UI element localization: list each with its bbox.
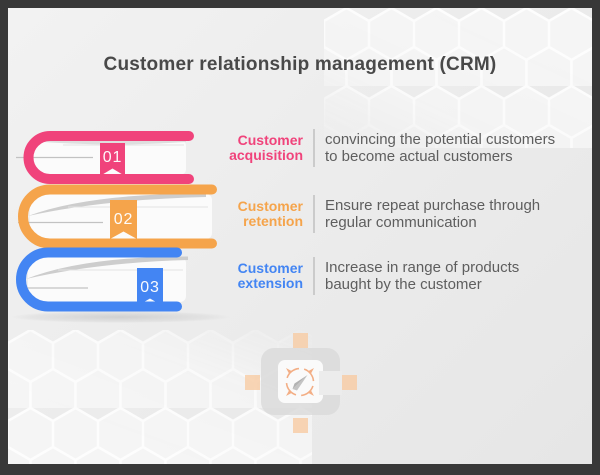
item-description-acquisition: convincing the potential customers to be… <box>325 131 556 165</box>
bookmark-1-number: 01 <box>103 149 122 166</box>
canvas-background: Customer relationship management (CRM) 0… <box>8 8 592 464</box>
book-1-cover <box>23 131 194 184</box>
item-label-retention: Customer retention <box>237 197 303 229</box>
bookmark-2-number: 02 <box>114 211 133 228</box>
crm-item-acquisition: Customer acquisition convincing the pote… <box>197 125 592 171</box>
bookmark-1: 01 <box>100 143 125 176</box>
bookmark-3: 03 <box>137 268 163 306</box>
books-floor-shadow <box>10 311 230 323</box>
book-3-cover <box>16 247 182 312</box>
book-3: 03 <box>16 247 188 312</box>
book-2: 02 <box>18 184 217 249</box>
compass-icon <box>285 367 315 397</box>
item-description-extension: Increase in range of products baught by … <box>325 259 520 293</box>
hexagon-pattern-top-right <box>324 8 592 148</box>
watermark-logo <box>245 333 357 433</box>
book-1: 01 <box>16 131 194 184</box>
divider-line <box>313 195 315 233</box>
item-description-retention: Ensure repeat purchase through regular c… <box>325 197 541 231</box>
divider-line <box>313 257 315 295</box>
bookmark-2: 02 <box>110 200 137 239</box>
book-2-cover <box>18 184 217 249</box>
stacked-books-illustration: 01 02 03 <box>10 131 230 323</box>
bookmark-3-number: 03 <box>140 279 159 296</box>
page-title: Customer relationship management (CRM) <box>103 54 497 75</box>
item-label-acquisition: Customer acquisition <box>229 131 303 163</box>
item-label-extension: Customer extension <box>237 259 303 291</box>
crm-item-extension: Customer extension Increase in range of … <box>197 253 592 299</box>
crm-item-retention: Customer retention Ensure repeat purchas… <box>197 191 592 237</box>
divider-line <box>313 129 315 167</box>
paper-plane-icon <box>292 375 308 391</box>
logo-corner-squares <box>245 333 357 433</box>
